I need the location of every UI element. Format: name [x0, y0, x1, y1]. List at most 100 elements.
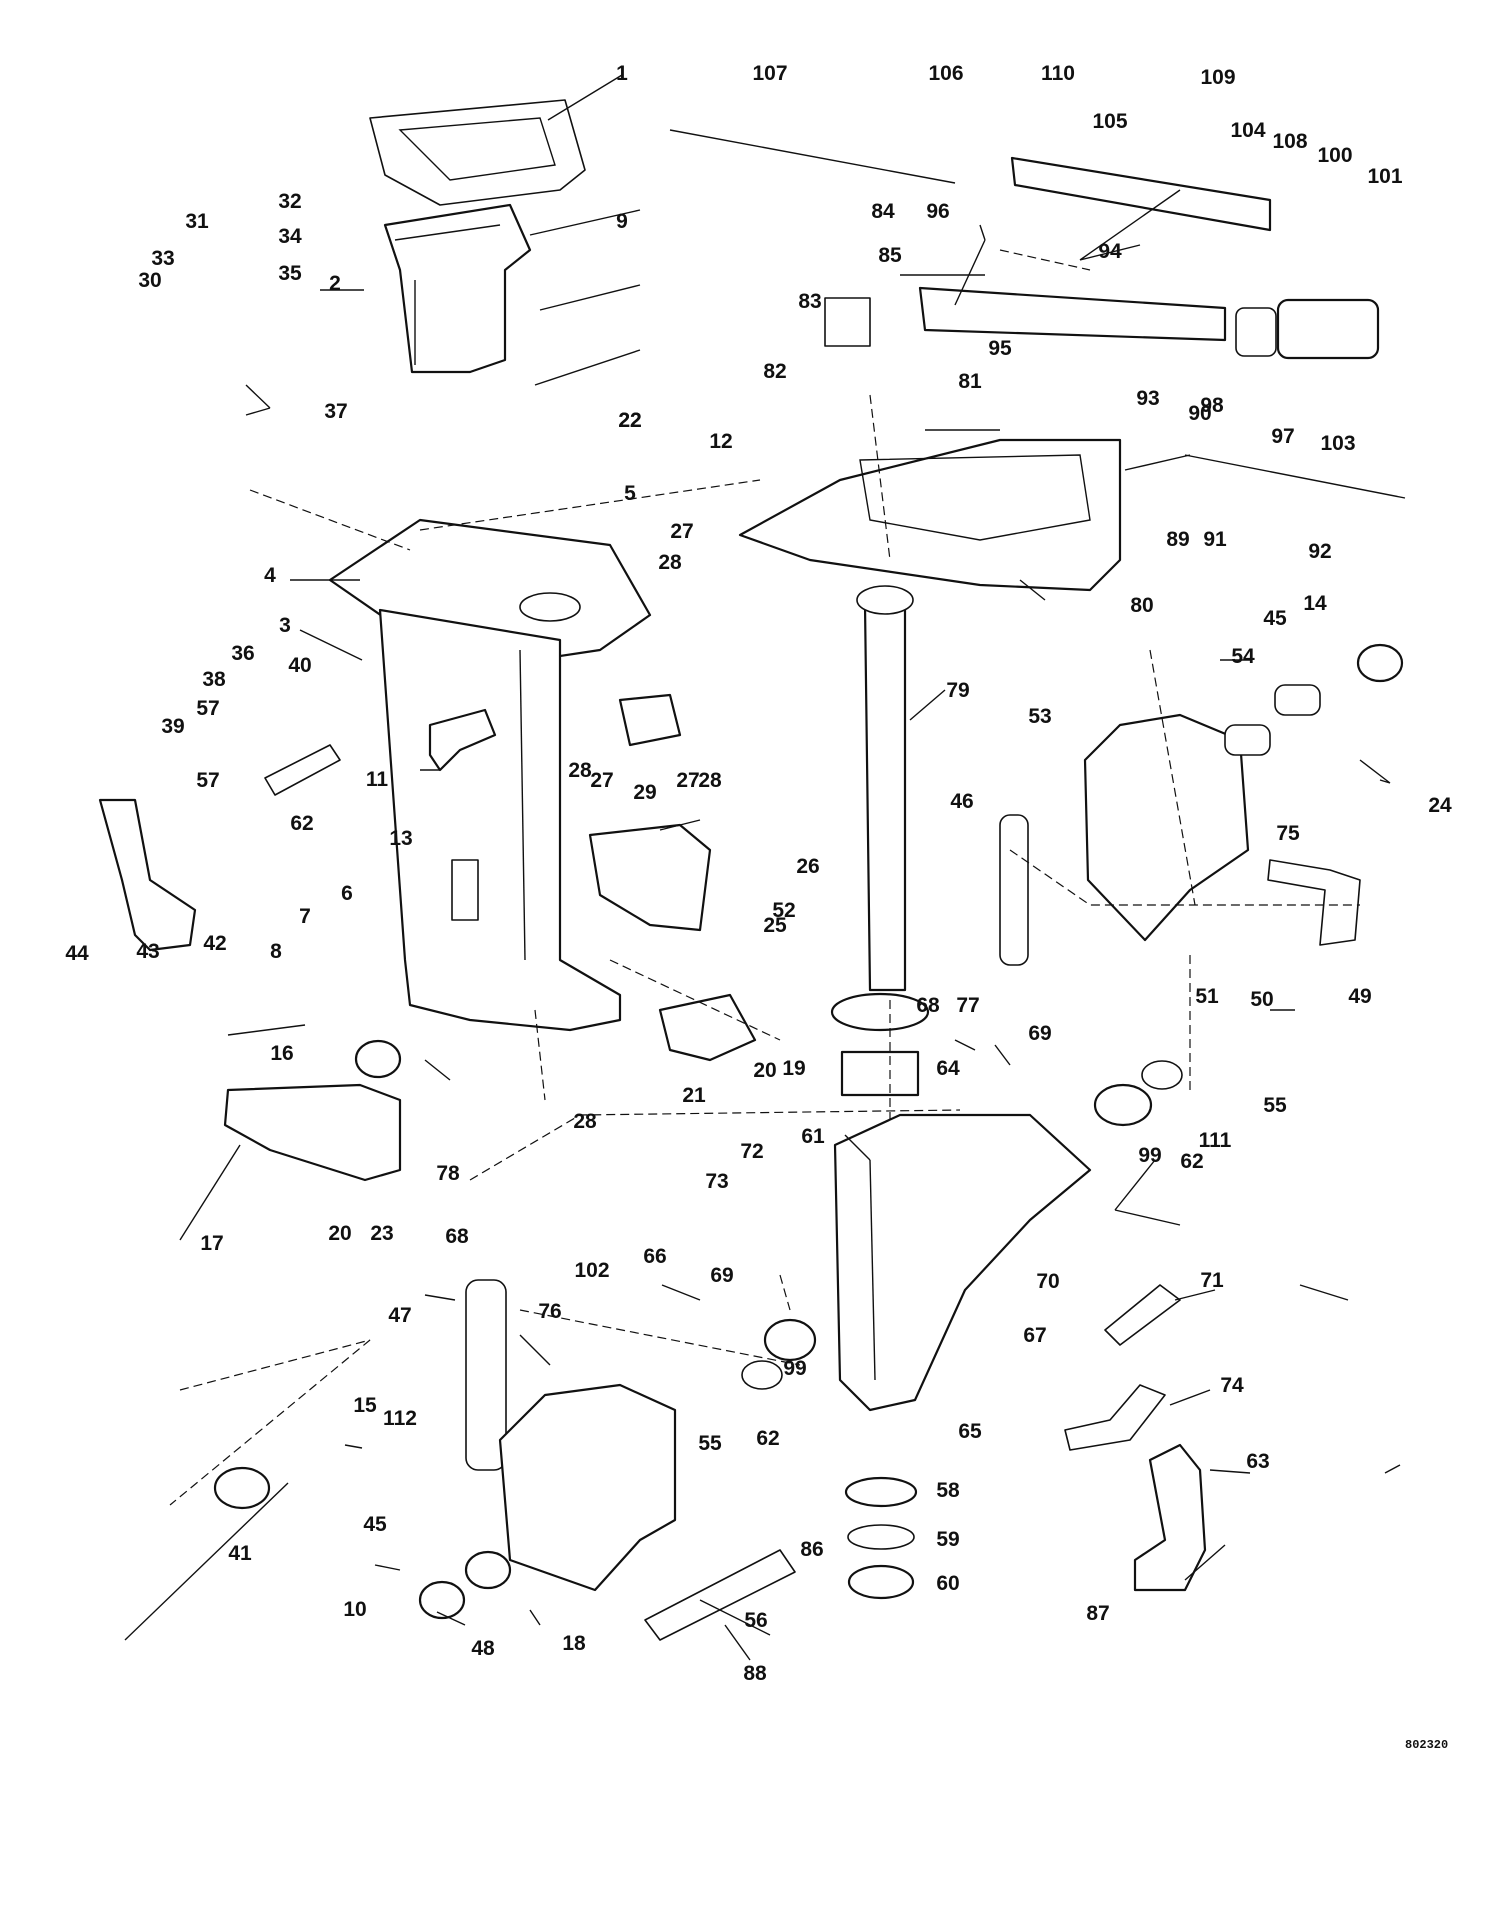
- callout-label: 62: [1180, 1150, 1203, 1173]
- callout-label: 77: [956, 994, 979, 1017]
- part-17-lower-cover: [223, 1083, 402, 1182]
- callout-label: 58: [936, 1479, 960, 1502]
- callout-label: 69: [710, 1264, 733, 1287]
- callout-label: 104: [1230, 119, 1265, 142]
- callout-label: 53: [1028, 705, 1051, 728]
- part-129-rod: [124, 1482, 289, 1641]
- callout-label: 55: [698, 1432, 722, 1455]
- part-77-bearing-lower: [840, 1050, 920, 1097]
- callout-label: 1: [616, 62, 628, 85]
- callout-label: 107: [752, 62, 787, 85]
- callout-label: 22: [618, 409, 641, 432]
- part-58-ring: [844, 1476, 918, 1508]
- callout-label: 20: [328, 1222, 351, 1245]
- part-1-gasket: [369, 99, 586, 206]
- part-97-grip: [1276, 298, 1380, 360]
- callout-label: 90: [1188, 402, 1211, 425]
- callout-label: 26: [796, 855, 819, 878]
- callout-label: 96: [926, 200, 949, 223]
- callout-label: 10: [343, 1598, 366, 1621]
- part-71-lever: [1104, 1284, 1181, 1346]
- part-56-plate: [644, 1549, 796, 1641]
- callout-label: 32: [278, 190, 301, 213]
- callout-label: 47: [388, 1304, 411, 1327]
- assembly-lines: [169, 249, 1360, 1506]
- callout-label: 46: [950, 790, 973, 813]
- callout-label: 57: [196, 697, 219, 720]
- callout-label: 83: [798, 290, 821, 313]
- callout-label: 19: [782, 1057, 805, 1080]
- callout-label: 88: [743, 1662, 767, 1685]
- callout-label: 27: [676, 769, 699, 792]
- callout-label: 94: [1098, 240, 1122, 263]
- part-105-tiller-cover: [1010, 156, 1272, 232]
- callout-label: 8: [270, 940, 282, 963]
- part-107-rod: [669, 129, 956, 184]
- callout-label: 99: [1138, 1144, 1161, 1167]
- part-39-shaft: [264, 744, 341, 796]
- part-42-bracket: [98, 798, 197, 952]
- callout-label: 33: [151, 247, 174, 270]
- part-94-tiller: [918, 286, 1227, 342]
- callout-label: 9: [616, 210, 628, 233]
- callout-label: 89: [1166, 528, 1189, 551]
- callout-label: 2: [329, 272, 341, 295]
- callout-label: 73: [705, 1170, 728, 1193]
- part-79-steering-tube: [863, 603, 907, 992]
- callout-label: 48: [471, 1637, 495, 1660]
- callout-label: 20: [753, 1059, 776, 1082]
- callout-label: 49: [1348, 985, 1371, 1008]
- callout-label: 108: [1272, 130, 1307, 153]
- callout-label: 98: [1200, 394, 1224, 417]
- callout-label: 28: [573, 1110, 597, 1133]
- callout-label: 15: [353, 1394, 377, 1417]
- part-21-bushing: [658, 993, 757, 1062]
- callout-label: 7: [299, 905, 311, 928]
- callout-label: 109: [1200, 66, 1235, 89]
- part-77-bearing-upper: [830, 992, 930, 1032]
- part-49-clamp-screw: [1267, 859, 1361, 946]
- callout-label: 76: [538, 1300, 561, 1323]
- callout-label: 51: [1195, 985, 1219, 1008]
- callout-label: 84: [871, 200, 895, 223]
- callout-label: 62: [290, 812, 313, 835]
- callout-label: 80: [1130, 594, 1153, 617]
- part-99-bushing-upper: [1093, 1083, 1153, 1127]
- callout-label: 64: [936, 1057, 960, 1080]
- callout-label: 36: [231, 642, 254, 665]
- callout-label: 37: [324, 400, 347, 423]
- part-47-link: [465, 1279, 507, 1471]
- callout-label: 97: [1271, 425, 1294, 448]
- callout-label: 23: [370, 1222, 393, 1245]
- callout-label: 45: [363, 1513, 387, 1536]
- callout-label: 100: [1317, 144, 1352, 167]
- part-11-switch: [428, 708, 497, 772]
- callout-label: 71: [1200, 1269, 1224, 1292]
- part-9-exhaust-housing: [383, 203, 532, 374]
- callout-label: 16: [270, 1042, 293, 1065]
- callout-label: 28: [568, 759, 592, 782]
- part-41-tube: [213, 1466, 271, 1510]
- callout-label: 42: [203, 932, 226, 955]
- callout-label: 44: [65, 942, 89, 965]
- callout-label: 24: [1428, 794, 1452, 817]
- callout-label: 52: [772, 899, 795, 922]
- callout-label: 57: [196, 769, 219, 792]
- callout-label: 78: [436, 1162, 460, 1185]
- callout-label: 101: [1367, 165, 1402, 188]
- callout-label: 17: [200, 1232, 223, 1255]
- part-98-sleeve: [1235, 307, 1277, 357]
- callout-label: 68: [916, 994, 940, 1017]
- callout-label: 50: [1250, 988, 1273, 1011]
- callout-label: 106: [928, 62, 963, 85]
- callout-label: 28: [658, 551, 682, 574]
- part-61-swivel-bracket: [833, 1113, 1092, 1412]
- callout-label: 14: [1303, 592, 1327, 615]
- callout-label: 40: [288, 654, 311, 677]
- callout-label: 92: [1308, 540, 1331, 563]
- callout-label: 60: [936, 1572, 959, 1595]
- callout-label: 13: [389, 827, 412, 850]
- part-48-clamp-bracket: [498, 1383, 677, 1592]
- part-10-cap: [418, 1580, 466, 1620]
